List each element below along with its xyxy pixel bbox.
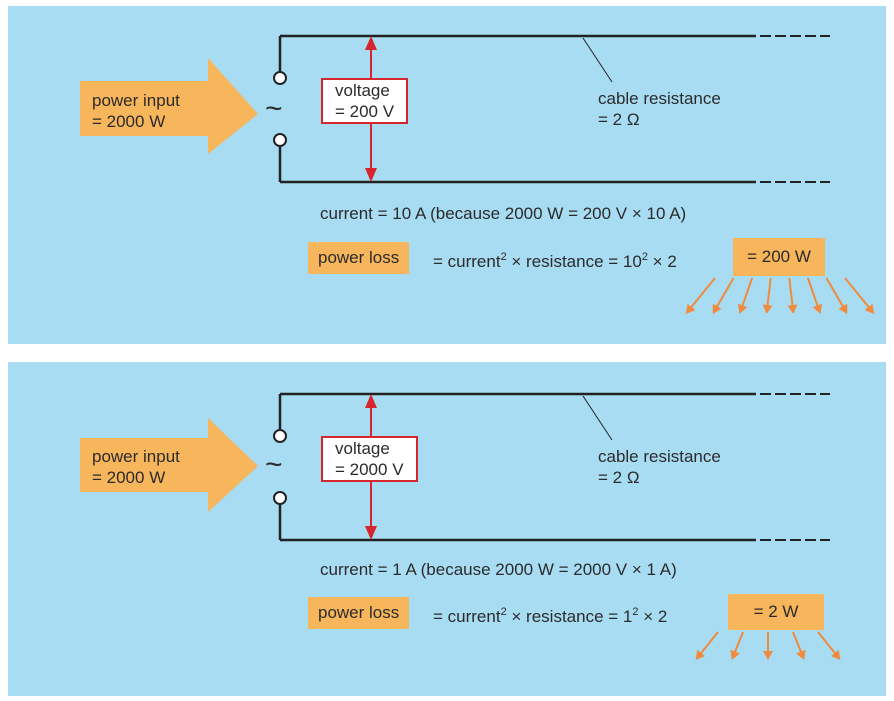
voltage-arrowhead-down (365, 526, 377, 540)
heat-arrow (733, 631, 744, 655)
formula-exponent-1: 2 (500, 251, 507, 263)
heat-arrowhead (762, 304, 773, 314)
formula-exponent-1: 2 (500, 606, 507, 618)
cable-line1: cable resistance (598, 89, 721, 108)
formula-middle: × resistance = 1 (506, 607, 633, 626)
heat-arrow (806, 277, 820, 309)
formula-prefix: = current (433, 252, 501, 271)
power-loss-result: = 200 W (733, 238, 825, 276)
heat-arrow (698, 631, 719, 656)
cable-resistance-label: cable resistance = 2 Ω (598, 446, 721, 488)
terminal-top (273, 71, 287, 85)
cable-pointer (582, 395, 613, 441)
heat-arrowhead (737, 303, 748, 314)
power-input-arrow (80, 58, 258, 154)
heat-arrowhead (830, 649, 841, 660)
heat-arrowhead (812, 303, 823, 314)
heat-arrowhead (864, 303, 875, 314)
heat-arrow (844, 277, 872, 310)
ac-source-symbol: ~ (265, 92, 283, 125)
panel-high-voltage-200v: power input = 2000 W ~ voltage = 200 V c… (8, 6, 886, 344)
current-text: current = 1 A (because 2000 W = 2000 V ×… (320, 560, 677, 579)
power-loss-result: = 2 W (728, 594, 824, 630)
ac-source-symbol: ~ (265, 448, 283, 481)
power-input-label: power input = 2000 W (92, 90, 180, 132)
voltage-line2: = 200 V (335, 102, 395, 121)
voltage-line1: voltage (335, 439, 390, 458)
power-loss-badge: power loss (308, 597, 410, 629)
voltage-box: voltage = 200 V (321, 78, 409, 124)
heat-arrow (792, 631, 803, 655)
voltage-box: voltage = 2000 V (321, 436, 418, 482)
cable-line1: cable resistance (598, 447, 721, 466)
formula-suffix: × 2 (638, 607, 668, 626)
formula-exponent-2: 2 (632, 606, 639, 618)
terminal-bottom (273, 491, 287, 505)
heat-arrow (825, 277, 846, 310)
heat-arrowhead (730, 649, 740, 660)
formula-middle: × resistance = 10 (506, 252, 642, 271)
power-loss-formula: = current2 × resistance = 12 × 2 (433, 602, 667, 627)
current-text: current = 10 A (because 2000 W = 200 V ×… (320, 204, 687, 223)
heat-arrow (788, 277, 794, 309)
voltage-arrowhead-up (365, 36, 377, 50)
power-input-line1: power input (92, 447, 180, 466)
cable-resistance-label: cable resistance = 2 Ω (598, 88, 721, 130)
voltage-line1: voltage (335, 81, 390, 100)
heat-arrow (740, 277, 754, 309)
voltage-arrowhead-down (365, 168, 377, 182)
heat-arrowhead (695, 649, 706, 660)
formula-suffix: × 2 (647, 252, 677, 271)
heat-arrow (817, 631, 838, 656)
power-input-line2: = 2000 W (92, 468, 166, 487)
circuit-wires (80, 392, 841, 660)
terminal-bottom (273, 133, 287, 147)
heat-arrow (688, 277, 716, 310)
heat-arrowhead (712, 303, 722, 314)
power-loss-formula: = current2 × resistance = 102 × 2 (433, 247, 677, 272)
formula-prefix: = current (433, 607, 501, 626)
power-input-line1: power input (92, 91, 180, 110)
voltage-arrowhead-up (365, 394, 377, 408)
cable-line2: = 2 Ω (598, 468, 640, 487)
heat-arrows (695, 631, 841, 660)
power-loss-badge: power loss (308, 242, 410, 274)
heat-arrowhead (763, 651, 773, 660)
heat-arrowhead (838, 303, 848, 314)
circuit-wires (80, 34, 875, 314)
cable-line2: = 2 Ω (598, 110, 640, 129)
heat-arrow (766, 277, 772, 309)
power-input-line2: = 2000 W (92, 112, 166, 131)
heat-arrowhead (796, 649, 806, 660)
heat-arrow (714, 277, 735, 310)
power-input-arrow (80, 418, 258, 512)
heat-arrowhead (685, 303, 696, 314)
terminal-top (273, 429, 287, 443)
heat-arrowhead (787, 304, 798, 314)
formula-exponent-2: 2 (641, 251, 648, 263)
heat-arrows (685, 277, 875, 314)
cable-pointer (582, 37, 613, 83)
power-input-label: power input = 2000 W (92, 446, 180, 488)
panel-high-voltage-2000v: power input = 2000 W ~ voltage = 2000 V … (8, 362, 886, 696)
voltage-line2: = 2000 V (335, 460, 404, 479)
